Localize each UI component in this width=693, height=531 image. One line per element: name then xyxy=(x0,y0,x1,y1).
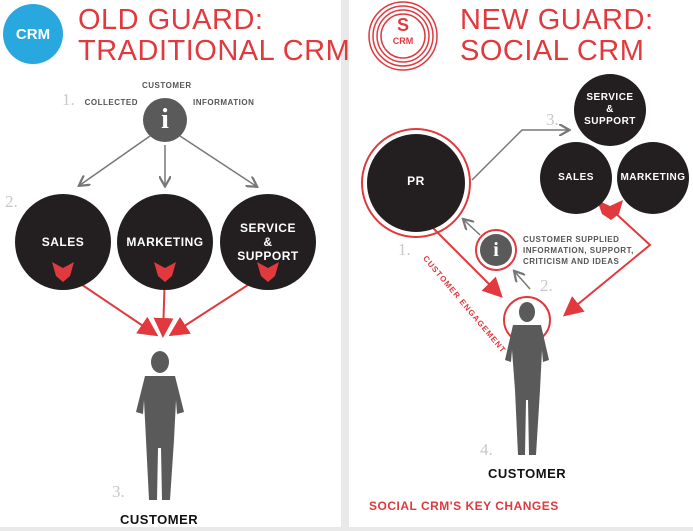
step-3-right: 3. xyxy=(546,110,559,129)
sales-circle-right: SALES xyxy=(540,142,612,214)
sales-label: SALES xyxy=(41,235,85,249)
customer-label-left: CUSTOMER xyxy=(120,512,199,527)
info-label-left: COLLECTED xyxy=(84,98,138,107)
arrow-pr-to-service xyxy=(471,130,568,181)
arrow-customer-to-info xyxy=(515,272,531,290)
title-line1: OLD GUARD: xyxy=(78,4,264,36)
arrow-to-service xyxy=(179,135,256,186)
panel-divider xyxy=(341,0,349,531)
sales-label: SALES xyxy=(558,172,594,183)
step-1: 1. xyxy=(62,90,75,109)
service-label: SERVICE & SUPPORT xyxy=(584,92,636,127)
pr-circle: PR xyxy=(367,134,465,232)
arrow-info-to-pr xyxy=(464,220,481,236)
step-3: 3. xyxy=(112,482,125,501)
marketing-label: MARKETING xyxy=(620,172,686,183)
pr-label: PR xyxy=(407,174,425,188)
logo-crm: CRM xyxy=(392,36,414,46)
info-label-top: CUSTOMER xyxy=(142,81,192,90)
pr-ring xyxy=(361,128,471,238)
sales-circle: SALES xyxy=(15,194,111,290)
info-text: CUSTOMER SUPPLIED INFORMATION, SUPPORT, … xyxy=(523,235,634,266)
customer-label-right: CUSTOMER xyxy=(488,466,567,481)
service-circle-right: SERVICE & SUPPORT xyxy=(574,74,646,146)
arrow-to-sales xyxy=(80,135,151,185)
crm-logo: CRM xyxy=(3,4,63,64)
right-title: NEW GUARD: SOCIAL CRM xyxy=(460,5,654,67)
logo-s: S xyxy=(396,15,409,35)
red-arrow-marketing-to-customer xyxy=(562,209,652,317)
title-line1: NEW GUARD: xyxy=(460,4,654,36)
key-changes-heading: SOCIAL CRM'S KEY CHANGES xyxy=(369,499,559,513)
step-2: 2. xyxy=(5,192,18,211)
step-1-right: 1. xyxy=(398,240,411,259)
info-label-right: INFORMATION xyxy=(193,98,255,107)
title-line2: TRADITIONAL CRM xyxy=(78,35,351,67)
bottom-border xyxy=(0,527,693,531)
left-title: OLD GUARD: TRADITIONAL CRM xyxy=(78,5,350,67)
title-line2: SOCIAL CRM xyxy=(460,35,645,67)
marketing-label: MARKETING xyxy=(126,235,204,249)
step-2-right: 2. xyxy=(540,276,553,295)
info-icon: i xyxy=(480,234,512,266)
info-icon: i xyxy=(143,98,187,142)
step-4-right: 4. xyxy=(480,440,493,459)
info-ring: i xyxy=(475,229,517,271)
service-label: SERVICE & SUPPORT xyxy=(237,221,299,263)
marketing-circle-right: MARKETING xyxy=(617,142,689,214)
logo-text: CRM xyxy=(15,25,51,43)
